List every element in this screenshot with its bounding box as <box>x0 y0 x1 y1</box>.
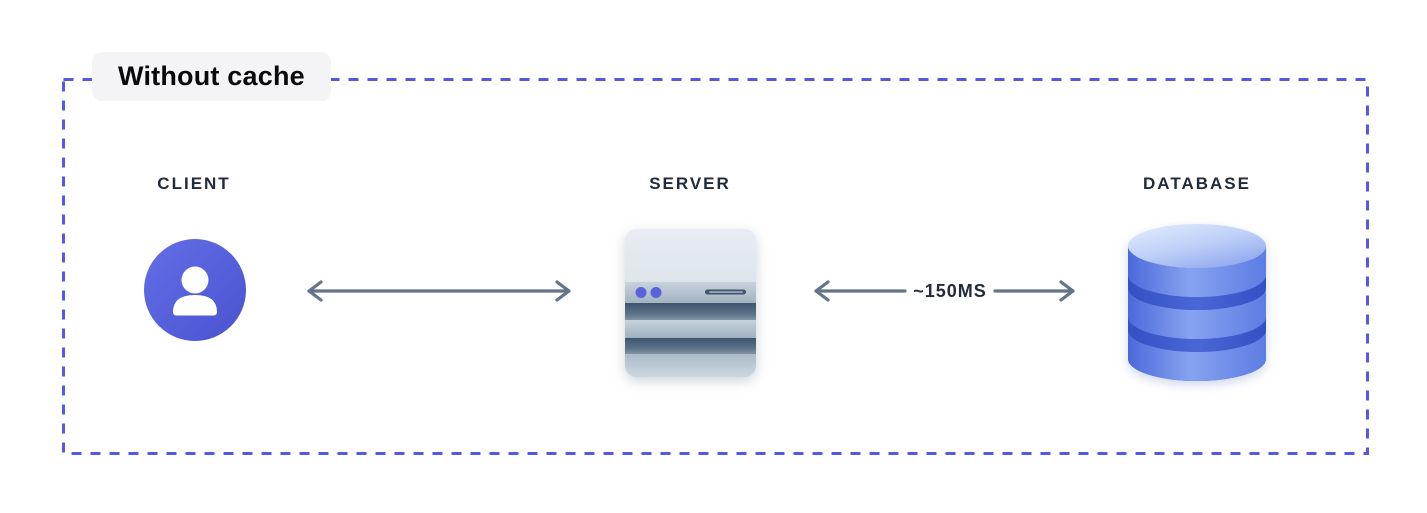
server-led-icon <box>635 287 647 298</box>
database-label: DATABASE <box>1143 174 1251 193</box>
latency-label: ~150MS <box>913 280 987 301</box>
client-label: CLIENT <box>157 174 231 193</box>
server-icon <box>625 229 756 377</box>
client-server-double-arrow-icon <box>307 280 571 302</box>
database-node <box>1128 223 1266 381</box>
server-label: SERVER <box>649 174 731 193</box>
server-led-icon <box>650 287 662 298</box>
user-icon <box>144 239 246 341</box>
diagram-title-chip: Without cache <box>92 52 331 101</box>
diagram-title: Without cache <box>118 61 305 91</box>
server-node <box>625 229 756 377</box>
database-icon <box>1128 224 1266 381</box>
server-database-double-arrow-icon <box>814 280 1075 302</box>
client-node <box>144 239 246 341</box>
